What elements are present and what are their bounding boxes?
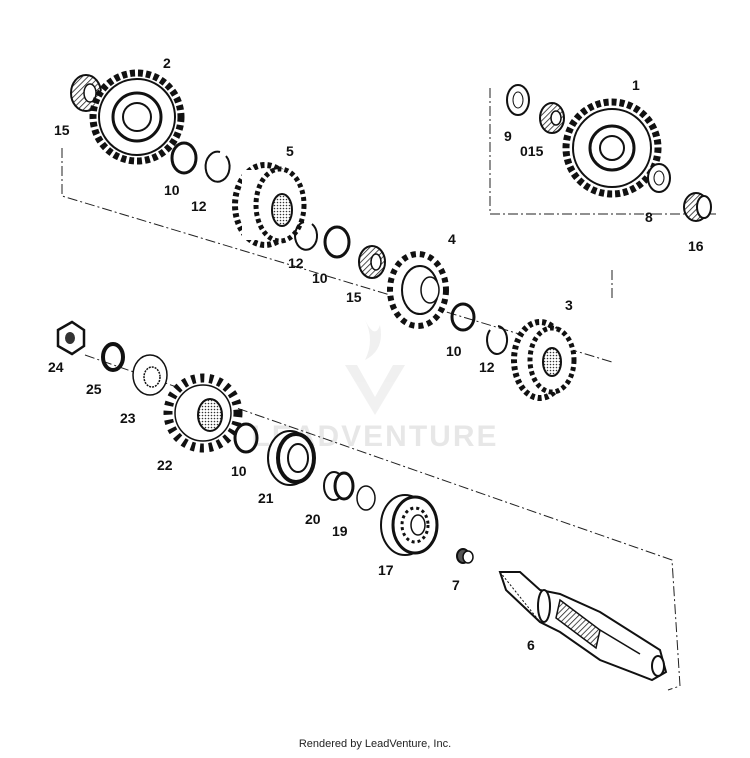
label-part-6: 6	[527, 637, 535, 653]
label-part-17: 17	[378, 562, 394, 578]
guide-lines	[61, 88, 716, 691]
lock-washer-23	[132, 354, 168, 396]
washer-10-c	[450, 302, 476, 332]
collar-20	[323, 471, 355, 501]
label-part-9: 9	[504, 128, 512, 144]
label-part-5: 5	[286, 143, 294, 159]
label-part-8: 8	[645, 209, 653, 225]
label-part-15-a: 15	[54, 122, 70, 138]
label-part-16: 16	[688, 238, 704, 254]
nut-24	[56, 320, 86, 356]
label-part-3: 3	[565, 297, 573, 313]
label-part-10-a: 10	[164, 182, 180, 198]
spacer-25	[101, 342, 125, 372]
gear-2	[89, 69, 185, 165]
label-part-4: 4	[448, 231, 456, 247]
plug-7	[456, 548, 474, 564]
label-part-7: 7	[452, 577, 460, 593]
label-part-20: 20	[305, 511, 321, 527]
gear-3	[511, 319, 577, 401]
snap-ring-12-c	[486, 325, 509, 355]
washer-10-b	[323, 225, 351, 259]
label-part-15-b: 15	[346, 289, 362, 305]
main-shaft-6	[498, 571, 668, 682]
washer-10-d	[233, 422, 259, 454]
label-part-24: 24	[48, 359, 64, 375]
label-part-015: 015	[520, 143, 544, 159]
label-part-1: 1	[632, 77, 640, 93]
sprocket-22	[163, 373, 243, 453]
ball-bearing-17	[380, 494, 439, 556]
label-part-10-b: 10	[312, 270, 328, 286]
label-part-2: 2	[163, 55, 171, 71]
gear-1	[562, 98, 662, 198]
o-ring-19	[356, 485, 376, 511]
thrust-washer-8	[647, 163, 671, 193]
bushing-16	[683, 192, 712, 222]
label-part-12-c: 12	[479, 359, 495, 375]
label-part-19: 19	[332, 523, 348, 539]
watermark-logo	[345, 320, 405, 415]
render-credit: Rendered by LeadVenture, Inc.	[298, 738, 452, 750]
snap-ring-12-b	[294, 221, 318, 251]
oil-seal-21	[267, 430, 316, 486]
needle-bearing-15-b	[358, 245, 386, 279]
gear-5	[232, 162, 307, 248]
label-part-12-a: 12	[191, 198, 207, 214]
thrust-washer-9	[506, 84, 530, 116]
label-part-21: 21	[258, 490, 274, 506]
needle-bearing-015	[539, 102, 565, 134]
label-part-10-c: 10	[446, 343, 462, 359]
label-part-25: 25	[86, 381, 102, 397]
label-part-23: 23	[120, 410, 136, 426]
snap-ring-12-a	[204, 150, 231, 183]
label-part-12-b: 12	[288, 255, 304, 271]
label-part-22: 22	[157, 457, 173, 473]
label-part-10-d: 10	[231, 463, 247, 479]
gear-4	[387, 251, 449, 329]
washer-10-a	[170, 141, 198, 175]
